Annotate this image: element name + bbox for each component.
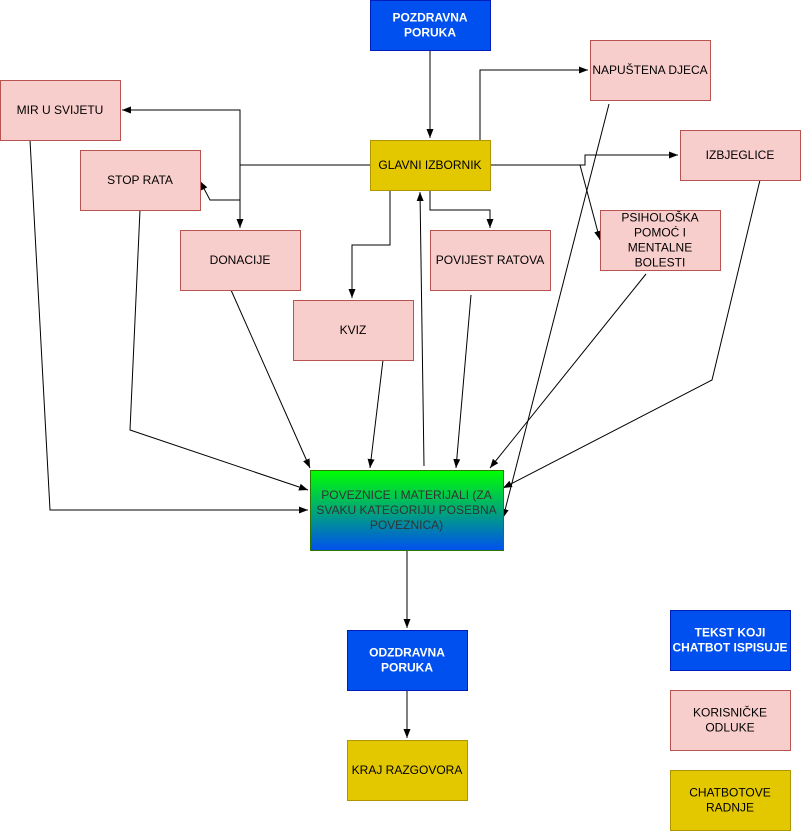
edge-donacije-to-poveznice — [230, 289, 311, 469]
node-donacije-box — [180, 230, 301, 291]
edge-izbjeglice-to-poveznice — [502, 179, 761, 489]
node-stop-rata: STOP RATA — [80, 150, 201, 211]
node-napustena-djeca: NAPUŠTENA DJECA — [590, 40, 711, 101]
node-glavni-izbornik-label: GLAVNI IZBORNIK — [378, 158, 481, 172]
node-kviz-label: KVIZ — [340, 323, 367, 337]
legend-chatbot-actions-label: RADNJE — [706, 801, 754, 815]
node-napustena-djeca-box — [590, 40, 711, 101]
node-stop-rata-label: STOP RATA — [107, 173, 173, 187]
node-psiholoska-pomoc-label: MENTALNE — [628, 241, 692, 255]
node-psiholoska-pomoc-label: PSIHOLOŠKA — [621, 210, 698, 225]
node-povijest-ratova-label: POVIJEST RATOVA — [436, 253, 544, 267]
legend-user-choices-label: ODLUKE — [705, 721, 754, 735]
node-donacije-label: DONACIJE — [210, 253, 271, 267]
edge-mir-to-poveznice — [29, 139, 308, 514]
node-povijest-ratova-box — [430, 230, 551, 291]
legend-chatbot-text-label: TEKST KOJI — [695, 626, 766, 640]
legend-chatbot-text-box — [670, 610, 791, 671]
node-kviz: KVIZ — [293, 300, 414, 361]
legend-chatbot-actions-label: CHATBOTOVE — [689, 786, 771, 800]
node-povijest-ratova: POVIJEST RATOVA — [430, 230, 551, 291]
node-izbjeglice: IZBJEGLICE — [680, 130, 801, 181]
edge-povijest-to-poveznice — [453, 294, 472, 469]
edge-poveznice-to-glavni — [416, 191, 425, 467]
node-mir-u-svijetu-label: MIR U SVIJETU — [17, 103, 104, 117]
node-izbjeglice-box — [680, 130, 801, 181]
node-napustena-djeca-label: NAPUŠTENA DJECA — [592, 62, 707, 77]
legend-chatbot-text-label: CHATBOT ISPISUJE — [672, 641, 787, 655]
node-mir-u-svijetu-box — [0, 80, 121, 141]
edge-stop-to-poveznice — [129, 209, 309, 491]
edge-glavni-to-izbjeglice — [490, 151, 678, 166]
node-izbjeglice-label: IZBJEGLICE — [706, 148, 775, 162]
node-kraj-razgovora-label: KRAJ RAZGOVORA — [352, 763, 463, 777]
node-kviz-box — [293, 300, 414, 361]
node-poveznice-i-materijali-label: SVAKU KATEGORIJU POSEBNA — [316, 503, 496, 517]
edge-napustena-to-poveznice — [501, 103, 610, 519]
connector-layer — [29, 50, 761, 738]
node-psiholoska-pomoc-label: POMOĆ I — [634, 225, 686, 240]
node-kraj-razgovora: KRAJ RAZGOVORA — [347, 740, 468, 801]
edge-psiholoska-to-poveznice — [489, 273, 647, 469]
node-poveznice-i-materijali-box — [310, 470, 504, 551]
legend-user-choices-label: KORISNIČKE — [693, 705, 767, 720]
node-pozdravna-poruka-box — [370, 0, 491, 51]
node-pozdravna-poruka-label: PORUKA — [404, 26, 456, 40]
node-mir-u-svijetu: MIR U SVIJETU — [0, 80, 121, 141]
legend-chatbot-actions-box — [670, 770, 791, 831]
node-poveznice-i-materijali-label: POVEZNICA) — [370, 518, 443, 532]
node-glavni-izbornik-box — [370, 140, 491, 191]
edge-glavni-to-stop — [199, 164, 370, 201]
edge-glavni-to-kviz — [348, 190, 391, 298]
edge-glavni-to-povijest — [429, 190, 494, 228]
node-stop-rata-box — [80, 150, 201, 211]
node-donacije: DONACIJE — [180, 230, 301, 291]
legend-user-choices-box — [670, 690, 791, 751]
node-odzdravna-poruka-label: PORUKA — [381, 661, 433, 675]
node-odzdravna-poruka-box — [347, 630, 468, 691]
edge-glavni-to-napustena — [479, 66, 588, 140]
node-psiholoska-pomoc-label: BOLESTI — [635, 256, 686, 270]
edge-glavni-to-psiholoska — [579, 164, 602, 241]
edge-kviz-to-poveznice — [367, 359, 384, 469]
node-glavni-izbornik: GLAVNI IZBORNIK — [370, 140, 491, 191]
node-kraj-razgovora-box — [347, 740, 468, 801]
node-pozdravna-poruka-label: POZDRAVNA — [392, 11, 467, 25]
node-psiholoska-pomoc-box — [600, 210, 721, 271]
node-poveznice-i-materijali-label: POVEZNICE I MATERIJALI (ZA — [321, 488, 491, 502]
node-odzdravna-poruka-label: ODZDRAVNA — [369, 646, 445, 660]
